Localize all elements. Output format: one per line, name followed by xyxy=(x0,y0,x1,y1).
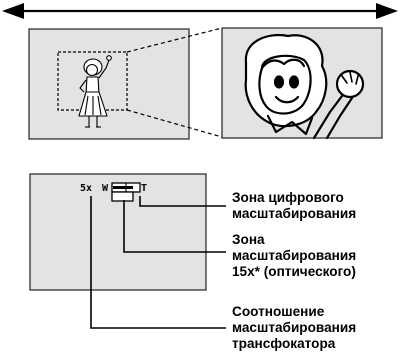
optical-zone-label: Зона масштабирования 15x* (оптического) xyxy=(232,232,356,280)
girl-closeup-icon xyxy=(244,34,365,140)
digital-zone-label: Зона цифрового масштабирования xyxy=(232,190,356,222)
zoom-ratio-label-line-3: трансфокатора xyxy=(232,336,336,351)
tele-marker: T xyxy=(141,183,148,194)
girl-figure-icon xyxy=(78,55,112,128)
digital-zone-label-line-2: масштабирования xyxy=(232,206,357,221)
callout-lines xyxy=(90,196,226,329)
digital-zone-label-line-1: Зона цифрового xyxy=(232,190,344,205)
wide-marker: W xyxy=(102,183,109,194)
zoom-ratio-readout: 5x xyxy=(80,183,93,194)
double-arrow-icon xyxy=(2,3,398,19)
wide-view-screen xyxy=(28,28,190,140)
zoom-bar xyxy=(111,182,141,202)
optical-zone-label-line-2: масштабирования xyxy=(232,248,357,263)
optical-zone-label-line-1: Зона xyxy=(232,232,265,247)
zoom-projection-lines xyxy=(126,27,223,138)
optical-zone-label-line-3: 15x* (оптического) xyxy=(232,264,356,279)
zoom-ratio-label: Соотношение масштабирования трансфокатор… xyxy=(232,304,356,352)
zoom-ratio-label-line-2: масштабирования xyxy=(232,320,357,335)
zoom-ratio-label-line-1: Соотношение xyxy=(232,304,325,319)
